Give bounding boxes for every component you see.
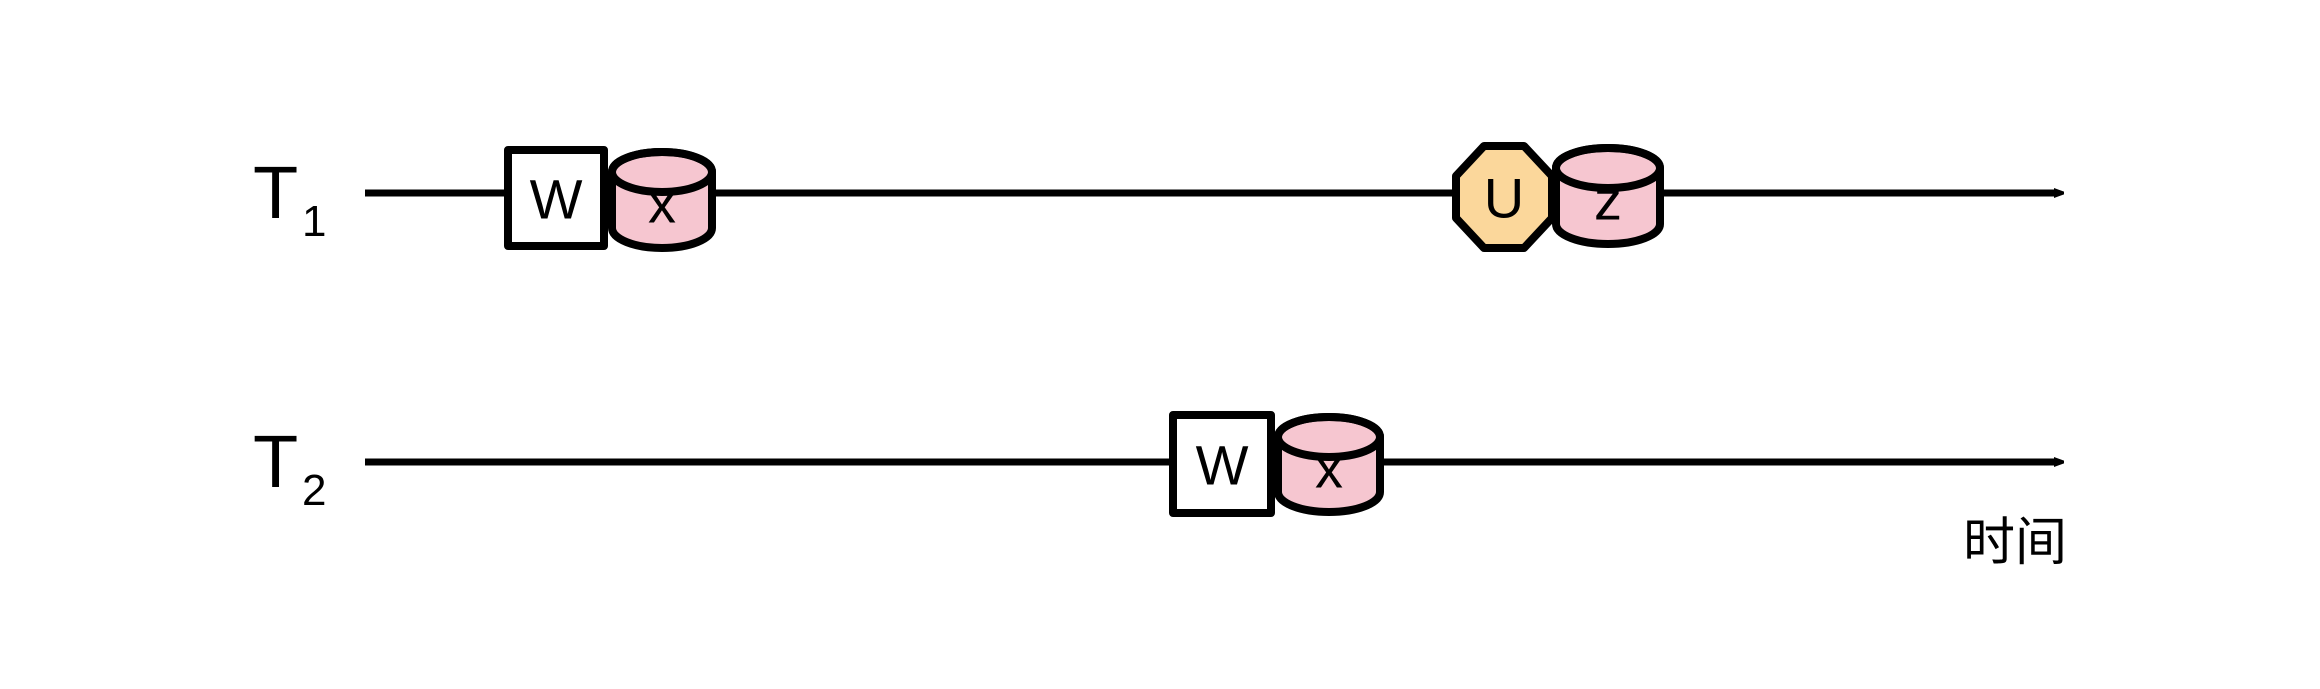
t1-database-x-top	[608, 148, 716, 196]
t1-node-database-z[interactable]: z	[1552, 144, 1664, 248]
t2-process-box-w[interactable]	[1169, 411, 1275, 517]
timeline-t2-label: T 2	[253, 420, 326, 515]
t2-node-write-x-process[interactable]: W	[1169, 411, 1275, 517]
t1-process-box-w-label: W	[530, 168, 583, 231]
t1-node-write-x-process[interactable]: W	[504, 146, 608, 250]
t1-node-unlock-operation[interactable]: U	[1452, 142, 1556, 252]
t1-node-database-x[interactable]: x	[608, 148, 716, 252]
t1-process-box-w[interactable]	[504, 146, 608, 250]
t1-octagon-u-label: U	[1484, 167, 1524, 230]
t1-database-x-label: x	[648, 172, 676, 235]
t2-node-database-x[interactable]: x	[1274, 413, 1384, 516]
t1-database-z-label: z	[1594, 169, 1622, 232]
t2-database-x-label: x	[1315, 437, 1343, 500]
t1-octagon-u[interactable]	[1452, 142, 1556, 252]
t1-database-z-top	[1552, 144, 1664, 192]
timeline-t2-label-main: T	[253, 420, 298, 503]
t2-process-box-w-label: W	[1196, 434, 1249, 497]
timeline-t2-label-subscript: 2	[302, 466, 326, 515]
t2-database-x-top	[1274, 413, 1384, 461]
timeline-t1: T 1 W x U	[253, 142, 2055, 252]
timeline-t2: T 2 W x	[253, 411, 2055, 517]
timeline-t1-label-main: T	[253, 151, 298, 234]
timeline-t1-label-subscript: 1	[302, 197, 326, 246]
time-axis-caption: 时间	[1963, 513, 2067, 573]
timeline-t1-label: T 1	[253, 151, 326, 246]
